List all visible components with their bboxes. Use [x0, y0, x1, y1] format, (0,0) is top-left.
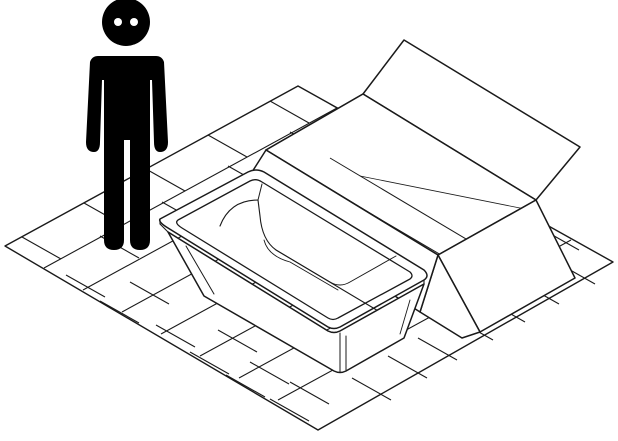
- person-head: [102, 0, 150, 46]
- bathtub-body: [167, 231, 425, 374]
- person-right-leg: [130, 138, 150, 250]
- person-left-leg: [104, 138, 124, 250]
- bathtub-basin: [176, 179, 413, 321]
- person-figure: [86, 0, 168, 250]
- person-right-eye: [130, 18, 138, 26]
- person-left-eye: [114, 18, 122, 26]
- floor-outline: [4, 85, 614, 431]
- person-torso: [86, 56, 168, 152]
- bathtub: [158, 169, 428, 374]
